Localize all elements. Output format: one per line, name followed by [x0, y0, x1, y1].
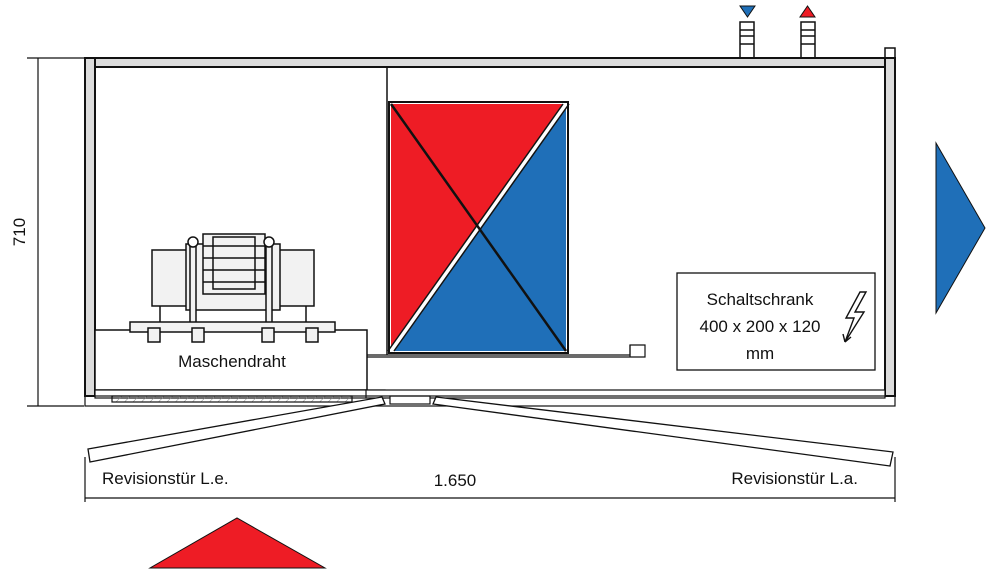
height-dimension-label: 710 [10, 218, 29, 246]
door-right-label: Revisionstür L.a. [731, 469, 858, 488]
width-dimension-label: 1.650 [434, 471, 477, 490]
mesh-label: Maschendraht [178, 352, 286, 371]
cabinet-line2: 400 x 200 x 120 [700, 317, 821, 336]
door-left-label: Revisionstür L.e. [102, 469, 229, 488]
blue-triangle-down-icon [739, 5, 756, 18]
lightning-bolt-icon [842, 291, 868, 343]
pipe-connections [739, 21, 816, 59]
width-dimension [84, 457, 896, 502]
blue-arrow-right-icon [935, 141, 986, 315]
revision-doors [87, 396, 894, 467]
red-arrow-up-icon [148, 517, 327, 569]
cabinet-line3: mm [746, 344, 774, 363]
height-dimension [27, 57, 84, 407]
red-triangle-up-icon [799, 5, 816, 18]
switch-cabinet: Schaltschrank 400 x 200 x 120 mm [676, 272, 876, 371]
bottom-frame [84, 389, 896, 407]
fan-assembly [94, 233, 368, 391]
cabinet-line1: Schaltschrank [707, 290, 814, 309]
heat-exchanger [387, 101, 570, 354]
exchanger-shelf [366, 344, 646, 358]
